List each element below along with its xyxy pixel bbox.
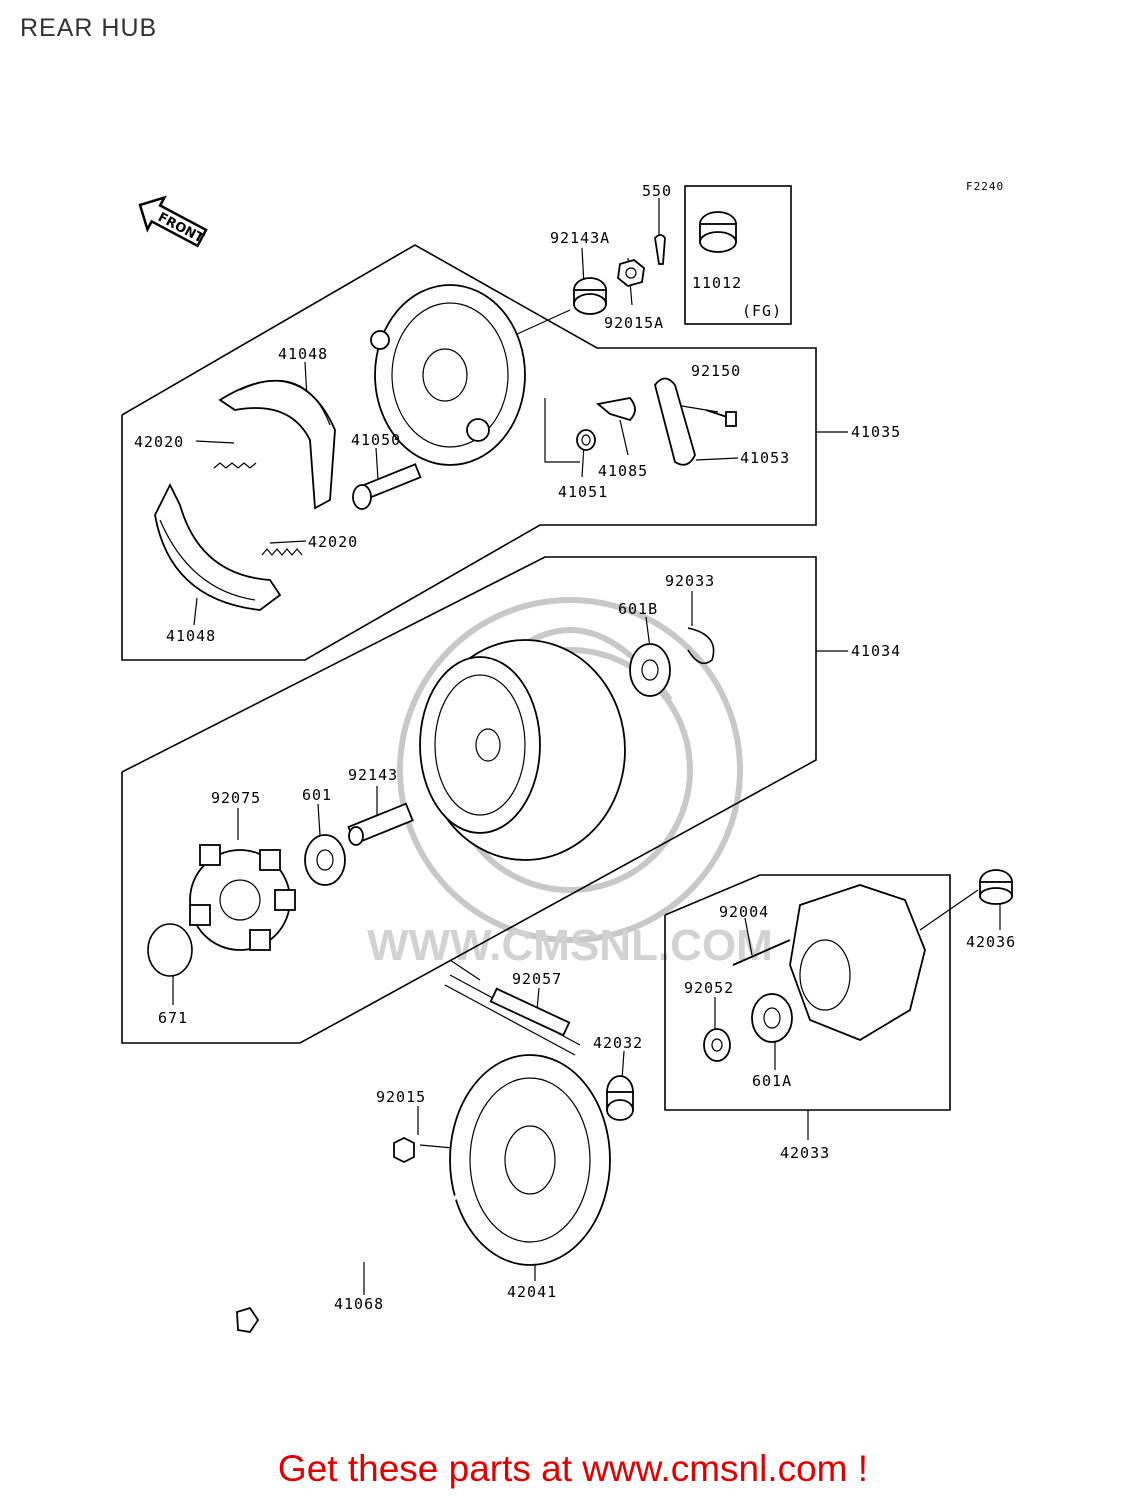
label-41035: 41035 bbox=[851, 423, 901, 441]
part-41034-wheel bbox=[419, 639, 626, 861]
label-41053: 41053 bbox=[740, 449, 790, 467]
part-92015-nut bbox=[393, 1136, 415, 1164]
label-42041: 42041 bbox=[507, 1283, 557, 1301]
part-92143-collar bbox=[347, 802, 414, 846]
watermark-text: WWW.CMSNL.COM bbox=[367, 921, 773, 970]
part-550-cotter-pin bbox=[654, 234, 666, 265]
part-42032-spacer bbox=[606, 1075, 634, 1121]
part-11012-bushing bbox=[699, 211, 737, 253]
part-41053-lever bbox=[654, 377, 696, 466]
part-92004-stud bbox=[732, 939, 791, 966]
part-92075-damper bbox=[189, 844, 296, 951]
part-92033-circlip bbox=[687, 627, 715, 665]
part-601a-bearing bbox=[751, 993, 793, 1043]
label-92150: 92150 bbox=[691, 362, 741, 380]
part-42020-spring-lower bbox=[261, 548, 303, 556]
label-41051: 41051 bbox=[558, 483, 608, 501]
part-92143a-collar bbox=[573, 277, 607, 315]
label-41068: 41068 bbox=[334, 1295, 384, 1313]
label-92143: 92143 bbox=[348, 766, 398, 784]
part-41085-indicator bbox=[595, 397, 636, 422]
page-title: REAR HUB bbox=[20, 14, 158, 42]
part-41048-brake-shoe-lower bbox=[154, 482, 282, 611]
label-601b: 601B bbox=[618, 600, 658, 618]
group-outline-42033 bbox=[664, 874, 951, 1111]
label-601a: 601A bbox=[752, 1072, 792, 1090]
front-arrow-icon: FRONT bbox=[138, 195, 208, 248]
part-671-o-ring bbox=[147, 923, 193, 977]
label-550: 550 bbox=[642, 182, 672, 200]
label-41050: 41050 bbox=[351, 431, 401, 449]
group-outline-41035 bbox=[121, 244, 817, 661]
part-92015a-nut bbox=[617, 259, 645, 287]
part-92057-chain bbox=[444, 974, 581, 1056]
label-41085: 41085 bbox=[598, 462, 648, 480]
part-92052-seal bbox=[703, 1028, 731, 1062]
label-92033: 92033 bbox=[665, 572, 715, 590]
part-41035-brake-panel bbox=[370, 284, 526, 466]
part-labels: 550 92143A 92015A 11012 (FG) 41048 42020… bbox=[134, 182, 1016, 1313]
label-41048-upper: 41048 bbox=[278, 345, 328, 363]
label-41034: 41034 bbox=[851, 642, 901, 660]
part-41051-seal bbox=[576, 429, 596, 451]
label-42020-upper: 42020 bbox=[134, 433, 184, 451]
figure-code: F2240 bbox=[966, 180, 1004, 193]
part-601-bearing bbox=[304, 834, 346, 886]
group-outline-41034 bbox=[121, 556, 817, 1044]
label-92075: 92075 bbox=[211, 789, 261, 807]
part-41068-axle bbox=[236, 1193, 462, 1333]
label-92143a: 92143A bbox=[550, 229, 610, 247]
label-fg: (FG) bbox=[742, 302, 782, 320]
part-42020-spring-upper bbox=[213, 462, 257, 469]
label-11012: 11012 bbox=[692, 274, 742, 292]
part-41050-camshaft bbox=[352, 463, 422, 510]
label-42032: 42032 bbox=[593, 1034, 643, 1052]
label-42020-lower: 42020 bbox=[308, 533, 358, 551]
part-42033-coupling bbox=[789, 884, 926, 1042]
label-41048-lower: 41048 bbox=[166, 627, 216, 645]
part-92150-bolt bbox=[705, 409, 737, 427]
part-42036-collar bbox=[979, 869, 1013, 905]
part-42041-sprocket bbox=[449, 1054, 611, 1266]
part-601b-bearing bbox=[629, 643, 671, 697]
part-41048-brake-shoe-upper bbox=[218, 379, 336, 510]
label-92052: 92052 bbox=[684, 979, 734, 997]
label-42033: 42033 bbox=[780, 1144, 830, 1162]
label-92015a: 92015A bbox=[604, 314, 664, 332]
label-92057: 92057 bbox=[512, 970, 562, 988]
label-92015: 92015 bbox=[376, 1088, 426, 1106]
label-42036: 42036 bbox=[966, 933, 1016, 951]
footer-promo: Get these parts at www.cmsnl.com ! bbox=[277, 1448, 869, 1489]
label-671: 671 bbox=[158, 1009, 188, 1027]
fg-box bbox=[684, 185, 792, 325]
label-92004: 92004 bbox=[719, 903, 769, 921]
label-601: 601 bbox=[302, 786, 332, 804]
